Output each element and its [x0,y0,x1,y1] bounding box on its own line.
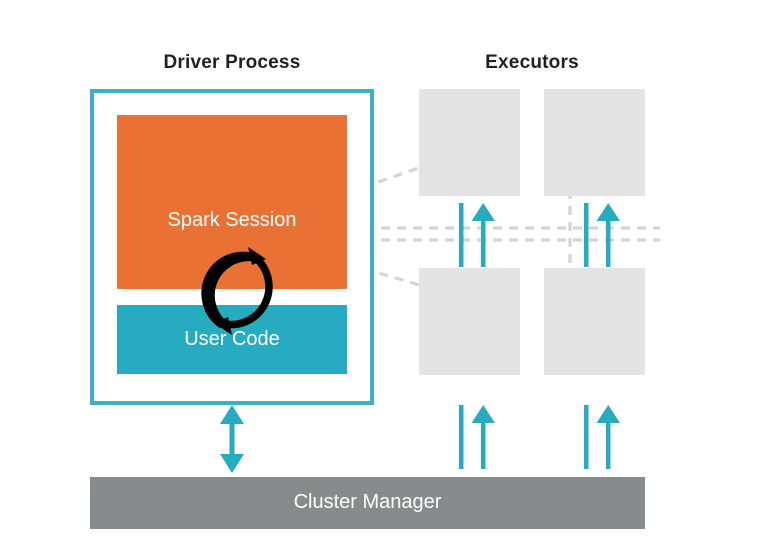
driver-process-box: Spark Session User Code [90,89,374,405]
circular-cycle-arrow-icon [201,247,273,335]
user-code-label: User Code [184,328,280,350]
cluster-manager-label: Cluster Manager [293,491,442,513]
executors-heading: Executors [485,52,579,73]
executor-box [544,268,645,375]
loop-arrowhead-top [248,247,266,265]
executor-box [419,89,520,196]
driver-to-cluster-double-arrow [220,405,244,473]
loop-arrowhead-bottom [214,317,232,335]
executor-arrow-up-bottom-left [459,405,495,469]
executor-box [419,268,520,375]
spark-session-label: Spark Session [167,209,297,231]
driver-process-heading: Driver Process [163,52,301,73]
user-code-box: User Code [117,305,347,374]
cluster-manager-bar: Cluster Manager [90,477,645,529]
executor-box [544,89,645,196]
executor-arrow-up-mid-right [584,203,620,267]
executor-arrow-up-mid-left [459,203,495,267]
executor-arrow-up-bottom-right [584,405,620,469]
